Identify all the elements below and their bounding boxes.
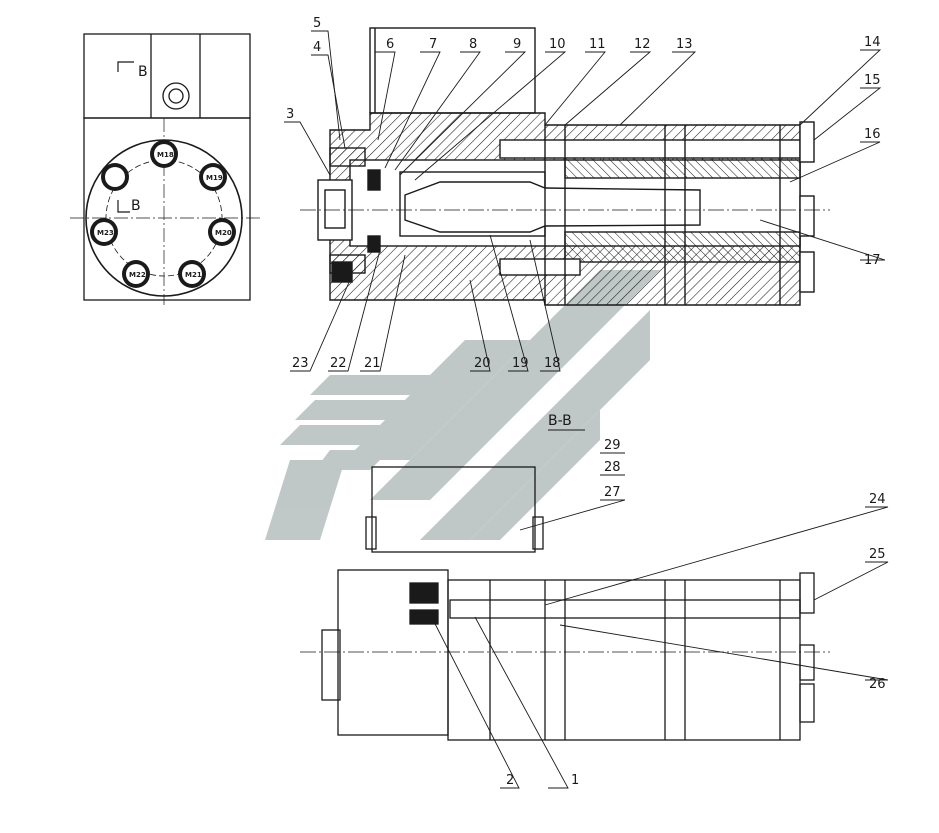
- callout-4: 4: [313, 40, 321, 55]
- callout-2: 2: [506, 773, 514, 788]
- callout-numbers: 1 2 3 4 5 6 7 8 9 10 11 12 13 14 15 16 1…: [286, 16, 886, 788]
- side-view: [300, 466, 830, 741]
- callout-27: 27: [604, 485, 621, 500]
- callout-24: 24: [869, 492, 886, 507]
- section-view: [300, 27, 830, 306]
- bolt-label: M18: [157, 151, 174, 159]
- callout-29: 29: [604, 438, 621, 453]
- callout-26: 26: [869, 677, 886, 692]
- callout-6: 6: [386, 37, 394, 52]
- callout-18: 18: [544, 356, 561, 371]
- callout-9: 9: [513, 37, 521, 52]
- callout-12: 12: [634, 37, 651, 52]
- callout-8: 8: [469, 37, 477, 52]
- section-label: B-B: [548, 413, 572, 429]
- section-mark-bottom: B: [131, 198, 141, 214]
- bolt-label: M23: [97, 229, 114, 237]
- callout-17: 17: [864, 253, 881, 268]
- callout-3: 3: [286, 107, 294, 122]
- callout-13: 13: [676, 37, 693, 52]
- callout-11: 11: [589, 37, 606, 52]
- callout-19: 19: [512, 356, 529, 371]
- callout-28: 28: [604, 460, 621, 475]
- callout-1: 1: [571, 773, 579, 788]
- callout-20: 20: [474, 356, 491, 371]
- callout-22: 22: [330, 356, 347, 371]
- callout-15: 15: [864, 73, 881, 88]
- end-view-bolts: [90, 140, 236, 288]
- bolt-label: M21: [185, 271, 202, 279]
- bolt-label: M19: [206, 174, 223, 182]
- callout-10: 10: [549, 37, 566, 52]
- end-view: [70, 33, 262, 305]
- leader-lines: [284, 30, 889, 789]
- bolt-label: M22: [129, 271, 146, 279]
- section-mark-top: B: [138, 64, 148, 80]
- callout-16: 16: [864, 127, 881, 142]
- callout-23: 23: [292, 356, 309, 371]
- callout-21: 21: [364, 356, 381, 371]
- callout-14: 14: [864, 35, 881, 50]
- bolt-label: M20: [215, 229, 232, 237]
- callout-25: 25: [869, 547, 886, 562]
- callout-5: 5: [313, 16, 321, 31]
- callout-7: 7: [429, 37, 437, 52]
